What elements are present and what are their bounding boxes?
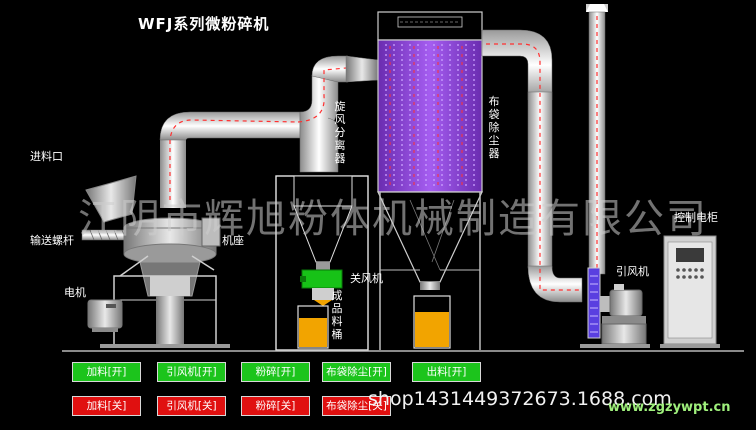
mill-to-cyclone-pipe bbox=[159, 55, 349, 208]
product-bin-label: 成品料桶 bbox=[331, 289, 343, 341]
pulverizer-mill bbox=[81, 175, 230, 348]
induced-fan-on-button[interactable]: 引风机[开] bbox=[157, 362, 226, 382]
shop-url-watermark: shop1431449372673.1688.com bbox=[368, 388, 672, 410]
bag-filter-unit bbox=[377, 11, 483, 350]
crush-off-button[interactable]: 粉碎[关] bbox=[241, 396, 310, 416]
feed-on-button[interactable]: 加料[开] bbox=[72, 362, 141, 382]
induced-fan bbox=[580, 267, 650, 348]
exhaust-stack bbox=[586, 4, 608, 275]
cyclone-pipe bbox=[299, 55, 379, 173]
bag-filter-label: 布袋除尘器 bbox=[488, 95, 500, 160]
induced-fan-off-button[interactable]: 引风机[关] bbox=[157, 396, 226, 416]
company-watermark: 江阴市辉旭粉体机械制造有限公司 bbox=[78, 196, 708, 242]
motor-label: 电机 bbox=[64, 286, 86, 299]
cyclone-separator bbox=[275, 175, 369, 351]
induced-fan-label: 引风机 bbox=[616, 265, 649, 278]
feed-inlet-label: 进料口 bbox=[30, 150, 63, 163]
screw-conveyor-label: 输送螺杆 bbox=[30, 234, 74, 247]
control-cabinet bbox=[660, 235, 720, 348]
discharge-on-button[interactable]: 出料[开] bbox=[412, 362, 481, 382]
floor-line bbox=[62, 350, 744, 352]
exhaust-pipe bbox=[481, 29, 583, 303]
page-title: WFJ系列微粉碎机 bbox=[138, 15, 270, 33]
air-lock-label: 关风机 bbox=[350, 272, 383, 285]
crush-on-button[interactable]: 粉碎[开] bbox=[241, 362, 310, 382]
control-cabinet-label: 控制电柜 bbox=[674, 211, 718, 224]
bag-filter-off-button[interactable]: 布袋除尘[关] bbox=[322, 396, 391, 416]
bag-filter-bin bbox=[413, 295, 451, 349]
bag-filter-on-button[interactable]: 布袋除尘[开] bbox=[322, 362, 391, 382]
cyclone-label: 旋风分离器 bbox=[334, 100, 346, 165]
machine-base-label: 机座 bbox=[222, 234, 244, 247]
site-watermark: www.zgzywpt.cn bbox=[608, 400, 731, 415]
feed-off-button[interactable]: 加料[关] bbox=[72, 396, 141, 416]
